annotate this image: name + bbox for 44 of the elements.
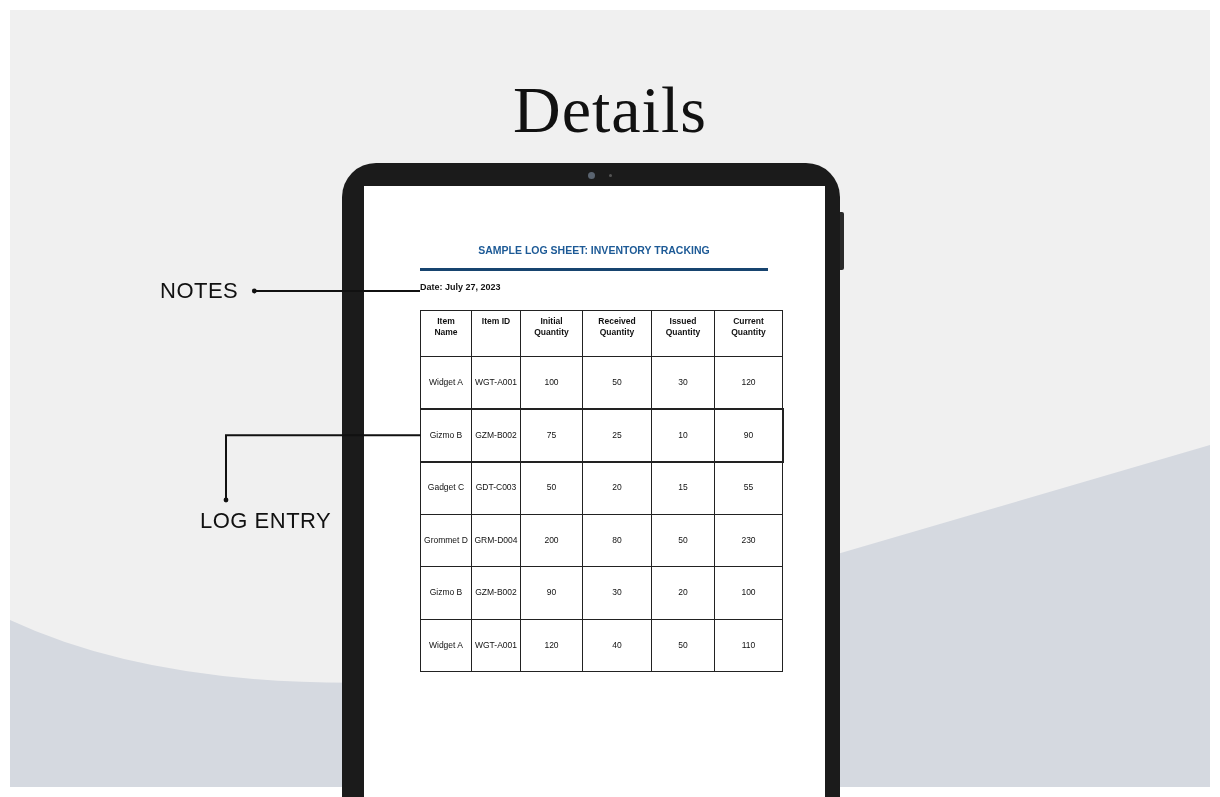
leader-line bbox=[223, 434, 422, 503]
table-cell: 40 bbox=[582, 619, 652, 672]
date-text: Date: July 27, 2023 bbox=[420, 282, 501, 292]
column-header: Initial Quantity bbox=[520, 310, 583, 357]
table-cell: 200 bbox=[520, 514, 583, 567]
table-cell: WGT-A001 bbox=[471, 619, 521, 672]
table-cell: 110 bbox=[714, 619, 783, 672]
column-header: Item Name bbox=[420, 310, 472, 357]
table-cell: 10 bbox=[651, 409, 715, 462]
table-cell: 55 bbox=[714, 461, 783, 514]
table-cell: 50 bbox=[651, 514, 715, 567]
table-cell: 90 bbox=[520, 566, 583, 619]
table-cell: 90 bbox=[714, 409, 783, 462]
table-cell: GZM-B002 bbox=[471, 409, 521, 462]
table-cell: Grommet D bbox=[420, 514, 472, 567]
table-cell: 100 bbox=[714, 566, 783, 619]
leader-line bbox=[251, 288, 421, 294]
table-cell: 80 bbox=[582, 514, 652, 567]
table-cell: 25 bbox=[582, 409, 652, 462]
column-header: Item ID bbox=[471, 310, 521, 357]
table-cell: 50 bbox=[520, 461, 583, 514]
table-cell: Widget A bbox=[420, 619, 472, 672]
column-header: Current Quantity bbox=[714, 310, 783, 357]
table-cell: 15 bbox=[651, 461, 715, 514]
callout-label: LOG ENTRY bbox=[200, 500, 332, 534]
table-cell: 30 bbox=[582, 566, 652, 619]
table-cell: 20 bbox=[582, 461, 652, 514]
table-cell: 230 bbox=[714, 514, 783, 567]
callout-label: NOTES bbox=[160, 278, 255, 304]
table-cell: 50 bbox=[651, 619, 715, 672]
table-cell: 120 bbox=[520, 619, 583, 672]
table-cell: Gadget C bbox=[420, 461, 472, 514]
column-header: Received Quantity bbox=[582, 310, 652, 357]
table-cell: GDT-C003 bbox=[471, 461, 521, 514]
table-cell: Gizmo B bbox=[420, 409, 472, 462]
table-row bbox=[420, 409, 783, 462]
table-cell: 20 bbox=[651, 566, 715, 619]
table-cell: 75 bbox=[520, 409, 583, 462]
column-header: Issued Quantity bbox=[651, 310, 715, 357]
sheet-title: SAMPLE LOG SHEET: INVENTORY TRACKING bbox=[477, 244, 711, 256]
table-cell: GRM-D004 bbox=[471, 514, 521, 567]
table-cell: Gizmo B bbox=[420, 566, 472, 619]
heading: Details bbox=[512, 72, 708, 148]
table-cell: GZM-B002 bbox=[471, 566, 521, 619]
